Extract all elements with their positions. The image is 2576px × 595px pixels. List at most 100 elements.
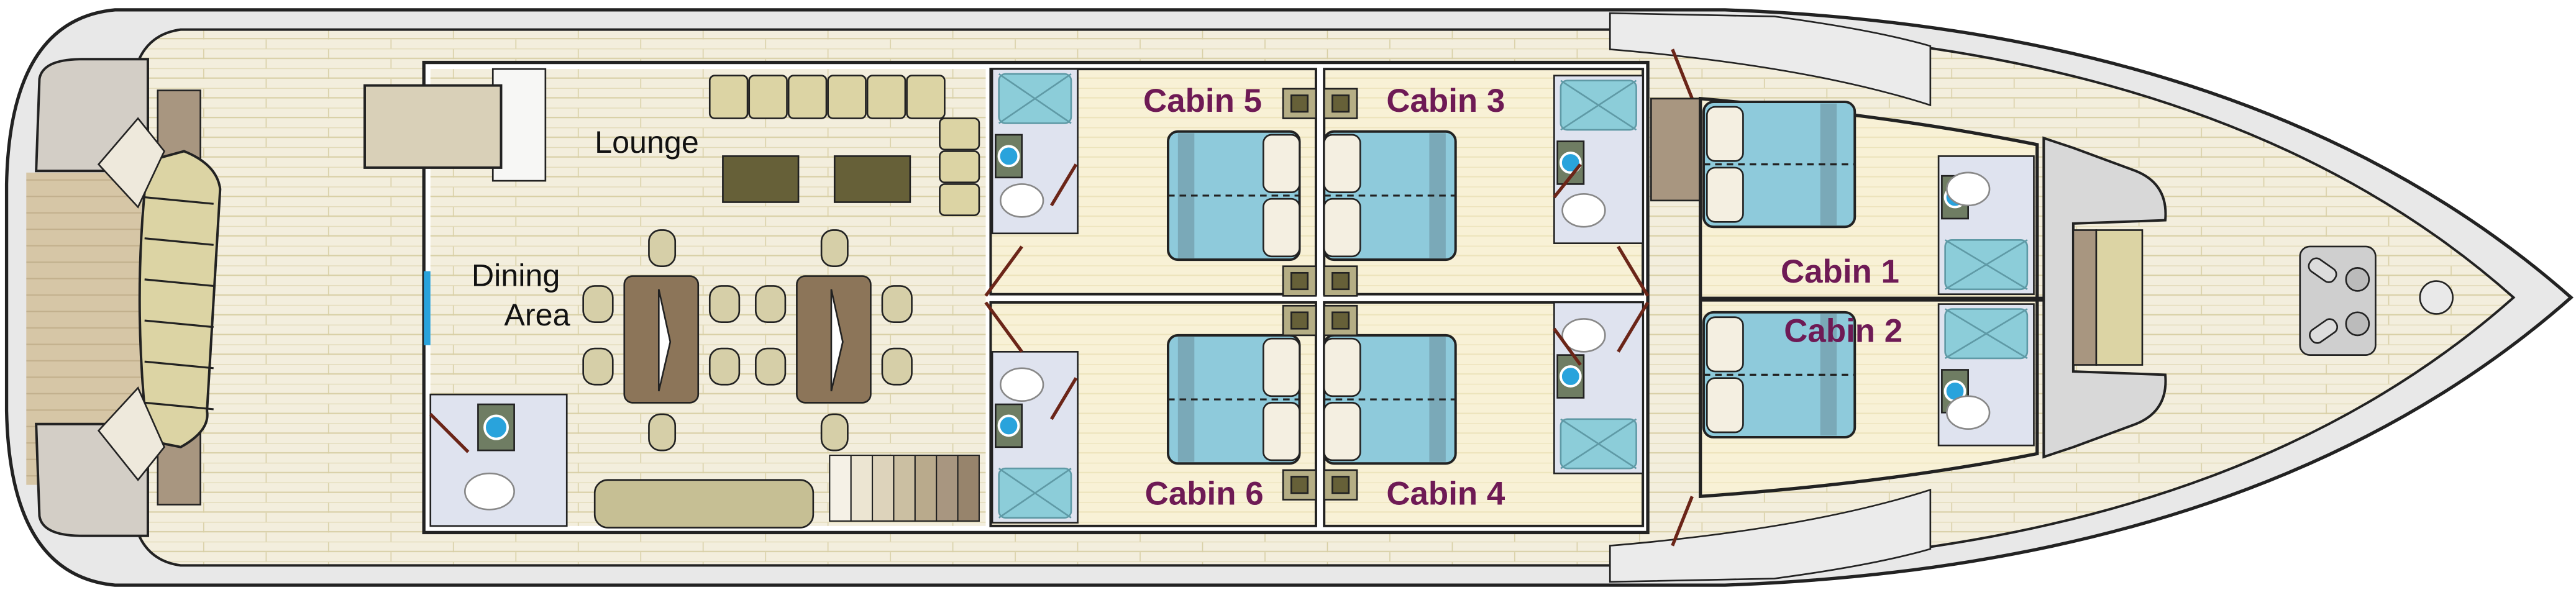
forward-hatch-frame [2042, 136, 2167, 459]
shower-drain-lines [998, 73, 1072, 124]
cabin-3-label: Cabin 3 [1386, 83, 1505, 119]
sofa-cushion [939, 117, 980, 151]
toilet [1945, 395, 1991, 430]
sofa-cushion [827, 75, 867, 119]
door [1049, 163, 1078, 207]
nightstand-lamp [1331, 271, 1350, 291]
stair-step [914, 454, 938, 522]
shower-drain-lines [1560, 79, 1637, 131]
nightstand-lamp [1290, 271, 1309, 291]
nightstand-lamp [1331, 311, 1350, 330]
lounge-label: Lounge [595, 125, 699, 160]
pillow [1323, 198, 1361, 258]
windlass-gypsy [2345, 267, 2370, 292]
windlass-chain [2309, 318, 2339, 344]
pillow [1706, 316, 1744, 373]
stair-step [936, 454, 959, 522]
bench-seat [593, 479, 815, 529]
chair [648, 229, 677, 268]
sofa-cushion [939, 150, 980, 184]
forward-locker [2072, 229, 2098, 366]
toilet [1561, 193, 1606, 228]
chair [582, 347, 614, 386]
door [1617, 301, 1650, 353]
chair [648, 413, 677, 452]
chair [820, 413, 849, 452]
cabin-5-label: Cabin 5 [1143, 83, 1262, 119]
pillow [1323, 402, 1361, 461]
chair [708, 347, 741, 386]
stair-step [893, 454, 916, 522]
cabin-4-label: Cabin 4 [1386, 475, 1505, 512]
sink [1559, 152, 1582, 174]
stern-stairs-bottom [97, 386, 165, 481]
chair [657, 289, 672, 392]
bench-seat-divider [144, 360, 214, 370]
window [424, 271, 431, 345]
stair-step [957, 454, 980, 522]
bench-seat-divider [144, 319, 214, 329]
door [429, 413, 470, 453]
chair [708, 285, 741, 324]
sofa-cushion [906, 75, 946, 119]
dining-area-label-line2: Area [504, 298, 570, 332]
curved-bench [138, 150, 222, 448]
stair-step [829, 454, 852, 522]
cabin-1-label: Cabin 1 [1781, 253, 1899, 290]
shower-drain-lines [1944, 239, 2028, 290]
sofa-cushion [748, 75, 788, 119]
pillow [1706, 166, 1744, 223]
bow-rail-bottom [1609, 488, 1932, 583]
nightstand [1323, 469, 1358, 501]
pillow [1706, 377, 1744, 434]
cabin-6-label: Cabin 6 [1145, 475, 1264, 512]
sofa-cushion [939, 183, 980, 217]
stair-step [871, 454, 895, 522]
chair [881, 347, 913, 386]
toilet [1945, 171, 1991, 207]
door [1049, 377, 1078, 420]
door [1671, 496, 1694, 547]
sofa-cushion [866, 75, 907, 119]
dining-area-label-line1: Dining [472, 258, 560, 293]
toilet [464, 472, 515, 511]
chair [754, 347, 787, 386]
nightstand-lamp [1331, 476, 1350, 494]
sink [483, 414, 509, 440]
door [984, 301, 1023, 353]
nightstand-lamp [1290, 94, 1309, 113]
pillow [1706, 106, 1744, 162]
chair [830, 289, 844, 392]
windlass-gypsy [2345, 311, 2370, 337]
bench-seat-divider [144, 237, 214, 246]
shower-drain-lines [998, 468, 1072, 519]
stern-stairs-top [97, 117, 165, 209]
pillow [1263, 402, 1300, 461]
forward-seat [2095, 229, 2144, 366]
door [1671, 48, 1694, 99]
toilet [1561, 318, 1606, 353]
chair [754, 285, 787, 324]
nightstand-lamp [1331, 94, 1350, 113]
stair-step [850, 454, 874, 522]
bench-seat-divider [144, 196, 214, 205]
sofa-cushion [787, 75, 828, 119]
door [1553, 327, 1582, 366]
chair [582, 285, 614, 324]
bow-rail-top [1609, 12, 1932, 107]
pillow [1323, 134, 1361, 193]
toilet [999, 183, 1044, 218]
bench-seat-divider [144, 401, 214, 411]
toilet [999, 367, 1044, 402]
coffee-table [722, 155, 800, 203]
mast-step [2419, 280, 2454, 315]
door [1553, 163, 1582, 199]
pillow [1323, 337, 1361, 397]
nightstand-lamp [1290, 311, 1309, 330]
stern-step-top [157, 89, 201, 162]
windlass-chain [2308, 257, 2337, 283]
coffee-table [833, 155, 911, 203]
sink [997, 145, 1020, 168]
pillow [1263, 337, 1300, 397]
